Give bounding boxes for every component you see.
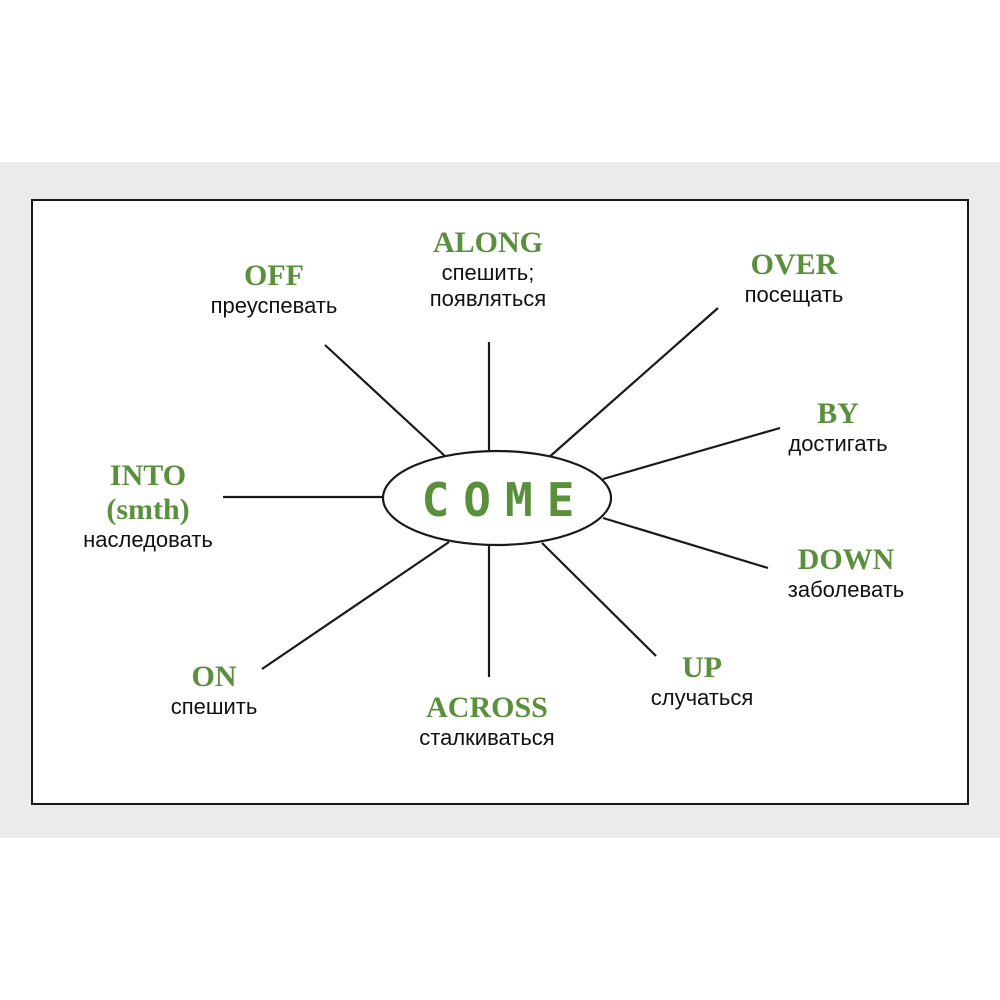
connector-over: [546, 307, 719, 460]
node-by: BY достигать: [788, 397, 887, 457]
node-across-translation: сталкиваться: [419, 725, 555, 750]
node-by-translation: достигать: [788, 431, 888, 456]
connector-up: [541, 542, 657, 657]
node-along-label: ALONG: [432, 226, 544, 259]
node-up-label: UP: [681, 651, 722, 684]
node-on-translation: спешить: [170, 694, 258, 719]
node-on-label: ON: [191, 660, 237, 693]
node-along-translation-1: спешить;: [441, 260, 535, 285]
node-along-translation-2: появляться: [429, 286, 547, 311]
node-along: ALONG спешить; появляться: [430, 226, 546, 312]
node-into-label-2: (smth): [106, 493, 190, 526]
node-over-label: OVER: [750, 248, 838, 281]
node-off-label: OFF: [244, 259, 304, 292]
node-across: ACROSS сталкиваться: [419, 691, 554, 751]
node-down: DOWN заболевать: [788, 543, 904, 603]
node-into-label: INTO: [109, 459, 187, 492]
connector-on: [261, 541, 450, 670]
node-by-label: BY: [817, 397, 859, 430]
node-over-translation: посещать: [744, 282, 844, 307]
node-into: INTO (smth) наследовать: [83, 459, 213, 553]
node-up: UP случаться: [651, 651, 754, 711]
connector-down: [602, 516, 769, 570]
node-across-label: ACROSS: [426, 691, 548, 724]
node-over: OVER посещать: [745, 248, 844, 308]
node-up-translation: случаться: [650, 685, 754, 710]
node-down-label: DOWN: [797, 543, 895, 576]
node-off-translation: преуспевать: [210, 293, 338, 318]
connector-by: [602, 426, 781, 481]
node-into-translation: наследовать: [83, 527, 213, 552]
node-on: ON спешить: [171, 660, 258, 720]
node-off: OFF преуспевать: [211, 259, 338, 319]
node-down-translation: заболевать: [787, 577, 905, 602]
center-ellipse: [381, 449, 613, 547]
connector-off: [324, 344, 447, 458]
center-word: COME: [421, 473, 589, 527]
